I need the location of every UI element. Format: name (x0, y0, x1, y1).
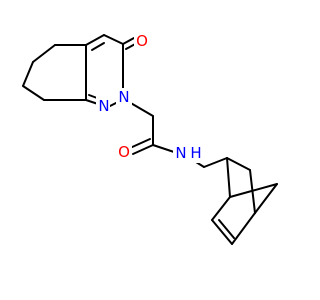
bond-c1-c6 (211, 196, 231, 221)
molecule-drawing: N N N H O (22, 32, 278, 245)
svg-text:H: H (190, 144, 201, 162)
bond-c7-c8 (22, 85, 45, 101)
molecule-structure-diagram: N N N H O (22, 32, 278, 245)
bond-c6-c7 (22, 61, 34, 87)
bond-c2-c3 (226, 157, 251, 171)
bond-c5-c4 (231, 212, 256, 245)
bond-n1-c9a-inner (88, 94, 98, 99)
bond-n2-ch2 (128, 101, 154, 117)
bond-c2-c1 (226, 157, 231, 198)
bond-c6-c5-inner (218, 219, 235, 239)
svg-text:N: N (175, 144, 186, 162)
atom-o-ketone: O (134, 32, 150, 50)
bond-c5-c6 (32, 44, 56, 63)
bond-c4a-c4-inner (91, 42, 105, 51)
svg-text:N: N (98, 97, 109, 115)
svg-text:O: O (136, 32, 148, 50)
bond-c3-o-a (122, 37, 135, 45)
bond-camide-o-b (129, 138, 151, 149)
bond-c4-c3 (103, 34, 124, 45)
bond-c4a-c4 (85, 34, 105, 46)
atom-n-ring-substituted: N (116, 88, 132, 107)
bonds-layer (22, 34, 278, 245)
atom-h-amide: H (189, 144, 203, 163)
bond-c4-c7 (254, 183, 278, 214)
atom-n-ring-left: N (96, 96, 110, 115)
bond-c6-c5 (211, 219, 233, 245)
svg-text:N: N (118, 88, 129, 106)
svg-text:O: O (118, 143, 130, 161)
bond-camide-o-a (132, 144, 154, 155)
atoms-layer: N N N H O (96, 32, 203, 163)
bond-ch2-c2 (203, 157, 228, 168)
atom-o-amide: O (116, 143, 132, 162)
atom-n-amide: N (173, 144, 189, 163)
bond-camide-n (152, 144, 175, 153)
bond-c1-c7 (229, 183, 278, 198)
